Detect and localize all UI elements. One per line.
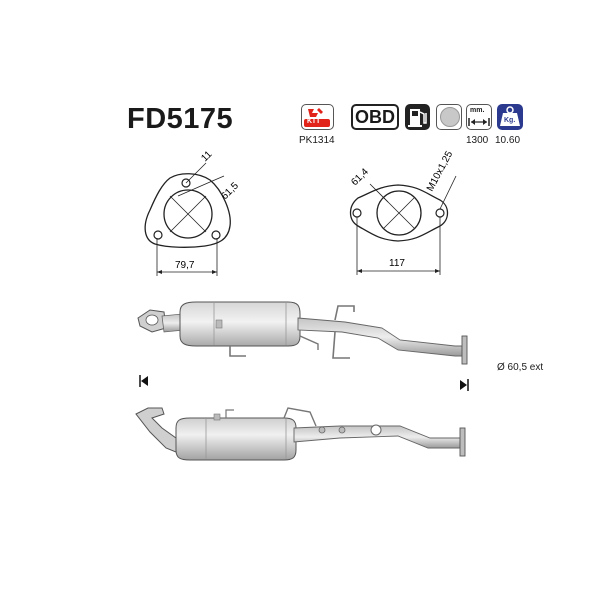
weight-unit: Kg. [504,117,516,124]
flange-right-circle-label: 61,4 [349,166,371,188]
obd-letter-b: B [369,106,383,127]
dpf-top-view [137,301,468,365]
flange-left-hole-left [153,230,163,240]
inlet-elbow [135,407,177,453]
weight-icon: Kg. [497,104,523,130]
flange-left-width-label: 79,7 [175,260,195,271]
length-value: 1300 [466,135,489,146]
weight-value: 10.60 [495,135,521,146]
obd-letter-d: D [382,106,396,127]
flange-left-hole-label: 11 [199,150,214,164]
flange-right-hole-left [352,208,362,218]
obd-letter-o: O [355,106,370,127]
flange-left-hole-right [211,230,221,240]
kit-label: KIT [307,118,322,125]
fuel-pump-icon [405,104,430,130]
length-end-marker-icon [460,379,469,391]
outlet-pipe [297,317,463,357]
flange-right-drawing: 61,4 M10x1,25 117 [349,150,457,275]
obd-badge: O B D [351,104,399,130]
product-code: FD5175 [127,103,234,135]
pipe-diameter: Ø 60,5 ext [497,362,544,373]
length-icon: mm. [466,104,492,130]
dpf-canister-side [175,417,297,461]
length-unit: mm. [470,107,485,114]
flange-right-hole-right [435,208,445,218]
kit-icon: KIT [301,104,334,130]
kit-code: PK1314 [299,135,335,146]
flange-left-drawing: 11 61,5 79,7 [144,150,241,276]
flange-left-circle-label: 61,5 [219,180,241,202]
flange-right-width-label: 117 [389,258,405,269]
substrate-icon [436,104,462,130]
dpf-canister [179,301,301,347]
dpf-side-view [135,407,466,461]
length-start-marker-icon [139,375,148,387]
